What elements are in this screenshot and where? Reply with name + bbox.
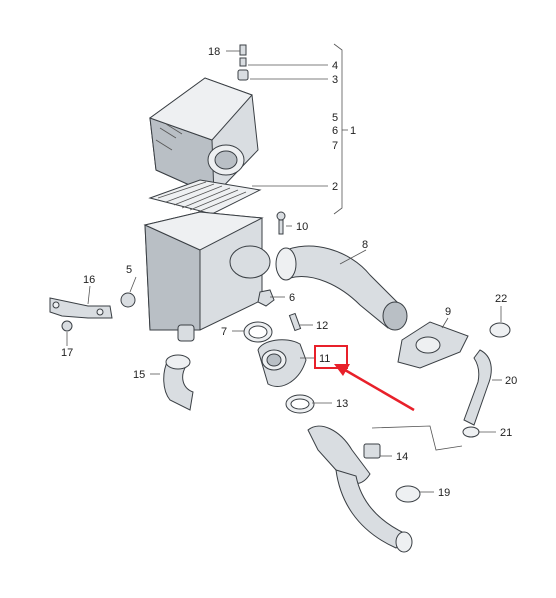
callout-4: 4 [332, 60, 338, 72]
callout-8: 8 [362, 239, 368, 251]
callout-7-lower: 7 [221, 326, 227, 338]
callout-labels: 18 4 3 5 6 1 7 2 10 8 5 16 6 22 9 12 7 1… [61, 46, 517, 499]
callout-22: 22 [495, 293, 507, 305]
clamp-19 [395, 485, 421, 503]
clamp-22 [489, 322, 511, 338]
highlight-annotation [314, 345, 415, 412]
callout-17: 17 [61, 347, 73, 359]
callout-10: 10 [296, 221, 308, 233]
clamp-21 [462, 426, 480, 438]
intake-elbow-11 [257, 339, 307, 387]
callout-19: 19 [438, 487, 450, 499]
washer-17 [61, 320, 73, 332]
callout-1: 1 [350, 125, 356, 137]
connector-14 [363, 443, 381, 459]
callout-14: 14 [396, 451, 408, 463]
intake-hose-lower [307, 425, 413, 553]
bolt-12 [288, 312, 302, 332]
callout-9: 9 [445, 306, 451, 318]
callout-21: 21 [500, 427, 512, 439]
leader-lines [66, 43, 502, 493]
callout-11: 11 [319, 353, 330, 365]
grommet-5 [120, 292, 136, 308]
callout-16: 16 [83, 274, 95, 286]
filter-element [148, 179, 262, 215]
intake-duct-8 [275, 245, 408, 331]
callout-2: 2 [332, 181, 338, 193]
callout-20: 20 [505, 375, 517, 387]
highlight-arrowhead [334, 364, 350, 376]
highlight-box [314, 345, 348, 369]
highlight-arrow [344, 368, 415, 412]
bracket-16 [49, 297, 113, 319]
callout-18: 18 [208, 46, 220, 58]
callout-7: 7 [332, 140, 338, 152]
callout-6-lower: 6 [289, 292, 295, 304]
callout-5: 5 [332, 112, 338, 124]
bolt-10 [276, 211, 286, 235]
grommet-6 [257, 289, 275, 307]
hose-15 [163, 354, 194, 411]
callout-3: 3 [332, 74, 338, 86]
callout-13: 13 [336, 398, 348, 410]
callout-15: 15 [133, 369, 145, 381]
bracket-9 [397, 321, 469, 369]
air-filter-lower-housing [143, 211, 271, 342]
callout-12: 12 [316, 320, 328, 332]
callout-6: 6 [332, 125, 338, 137]
callout-5-lower: 5 [126, 264, 132, 276]
hose-20 [463, 349, 492, 426]
air-filter-lid [148, 44, 259, 197]
